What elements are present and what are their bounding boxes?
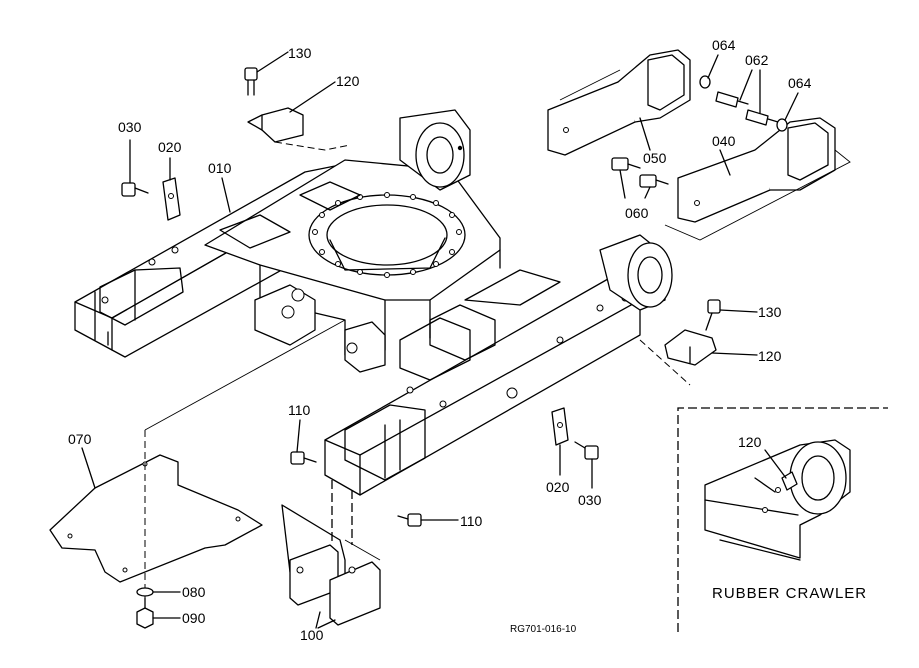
bolt-110-top	[290, 419, 317, 465]
washer-064-a	[699, 54, 719, 89]
callout-060: 060	[625, 205, 649, 221]
callout-070: 070	[68, 431, 92, 447]
callout-090: 090	[182, 610, 206, 626]
callout-010: 010	[208, 160, 232, 176]
callout-020-left: 020	[158, 139, 182, 155]
callout-120-top: 120	[336, 73, 360, 89]
inset-rubber-crawler	[677, 407, 888, 632]
bracket-020-left	[162, 157, 181, 221]
callout-064-a: 064	[712, 37, 736, 53]
callout-062: 062	[745, 52, 769, 68]
bolt-130-right	[705, 299, 758, 331]
bolt-060	[611, 157, 669, 199]
callout-130-right: 130	[758, 304, 782, 320]
callout-100: 100	[300, 627, 324, 643]
washer-080	[136, 587, 181, 597]
under-cover-070	[49, 319, 346, 600]
callout-030-left: 030	[118, 119, 142, 135]
plate-120-top	[247, 81, 351, 151]
bolt-030-left	[121, 139, 149, 197]
inset-title: RUBBER CRAWLER	[712, 585, 867, 602]
callout-110-top: 110	[288, 402, 311, 418]
guard-040	[677, 117, 836, 223]
bolt-130-top	[244, 51, 289, 96]
guide-plates-100	[281, 480, 381, 629]
callout-030-right: 030	[578, 492, 602, 508]
plate-120-right	[639, 329, 758, 386]
callout-130-top: 130	[288, 45, 312, 61]
guard-050	[547, 49, 691, 156]
callout-050: 050	[643, 150, 667, 166]
washer-064-b	[776, 92, 799, 132]
bolt-090	[136, 597, 181, 629]
callout-080: 080	[182, 584, 206, 600]
bracket-020-right	[551, 407, 569, 476]
callout-064-b: 064	[788, 75, 812, 91]
drawing-code: RG701-016-10	[510, 624, 577, 635]
track-frame	[74, 109, 673, 496]
callout-040: 040	[712, 133, 736, 149]
bolt-030-right	[574, 441, 599, 489]
callout-110-bottom: 110	[460, 513, 483, 529]
callout-120-inset: 120	[738, 434, 762, 450]
bolt-062	[715, 69, 779, 126]
callout-020-right: 020	[546, 479, 570, 495]
bolt-110-bottom	[397, 513, 459, 527]
callout-120-right: 120	[758, 348, 782, 364]
